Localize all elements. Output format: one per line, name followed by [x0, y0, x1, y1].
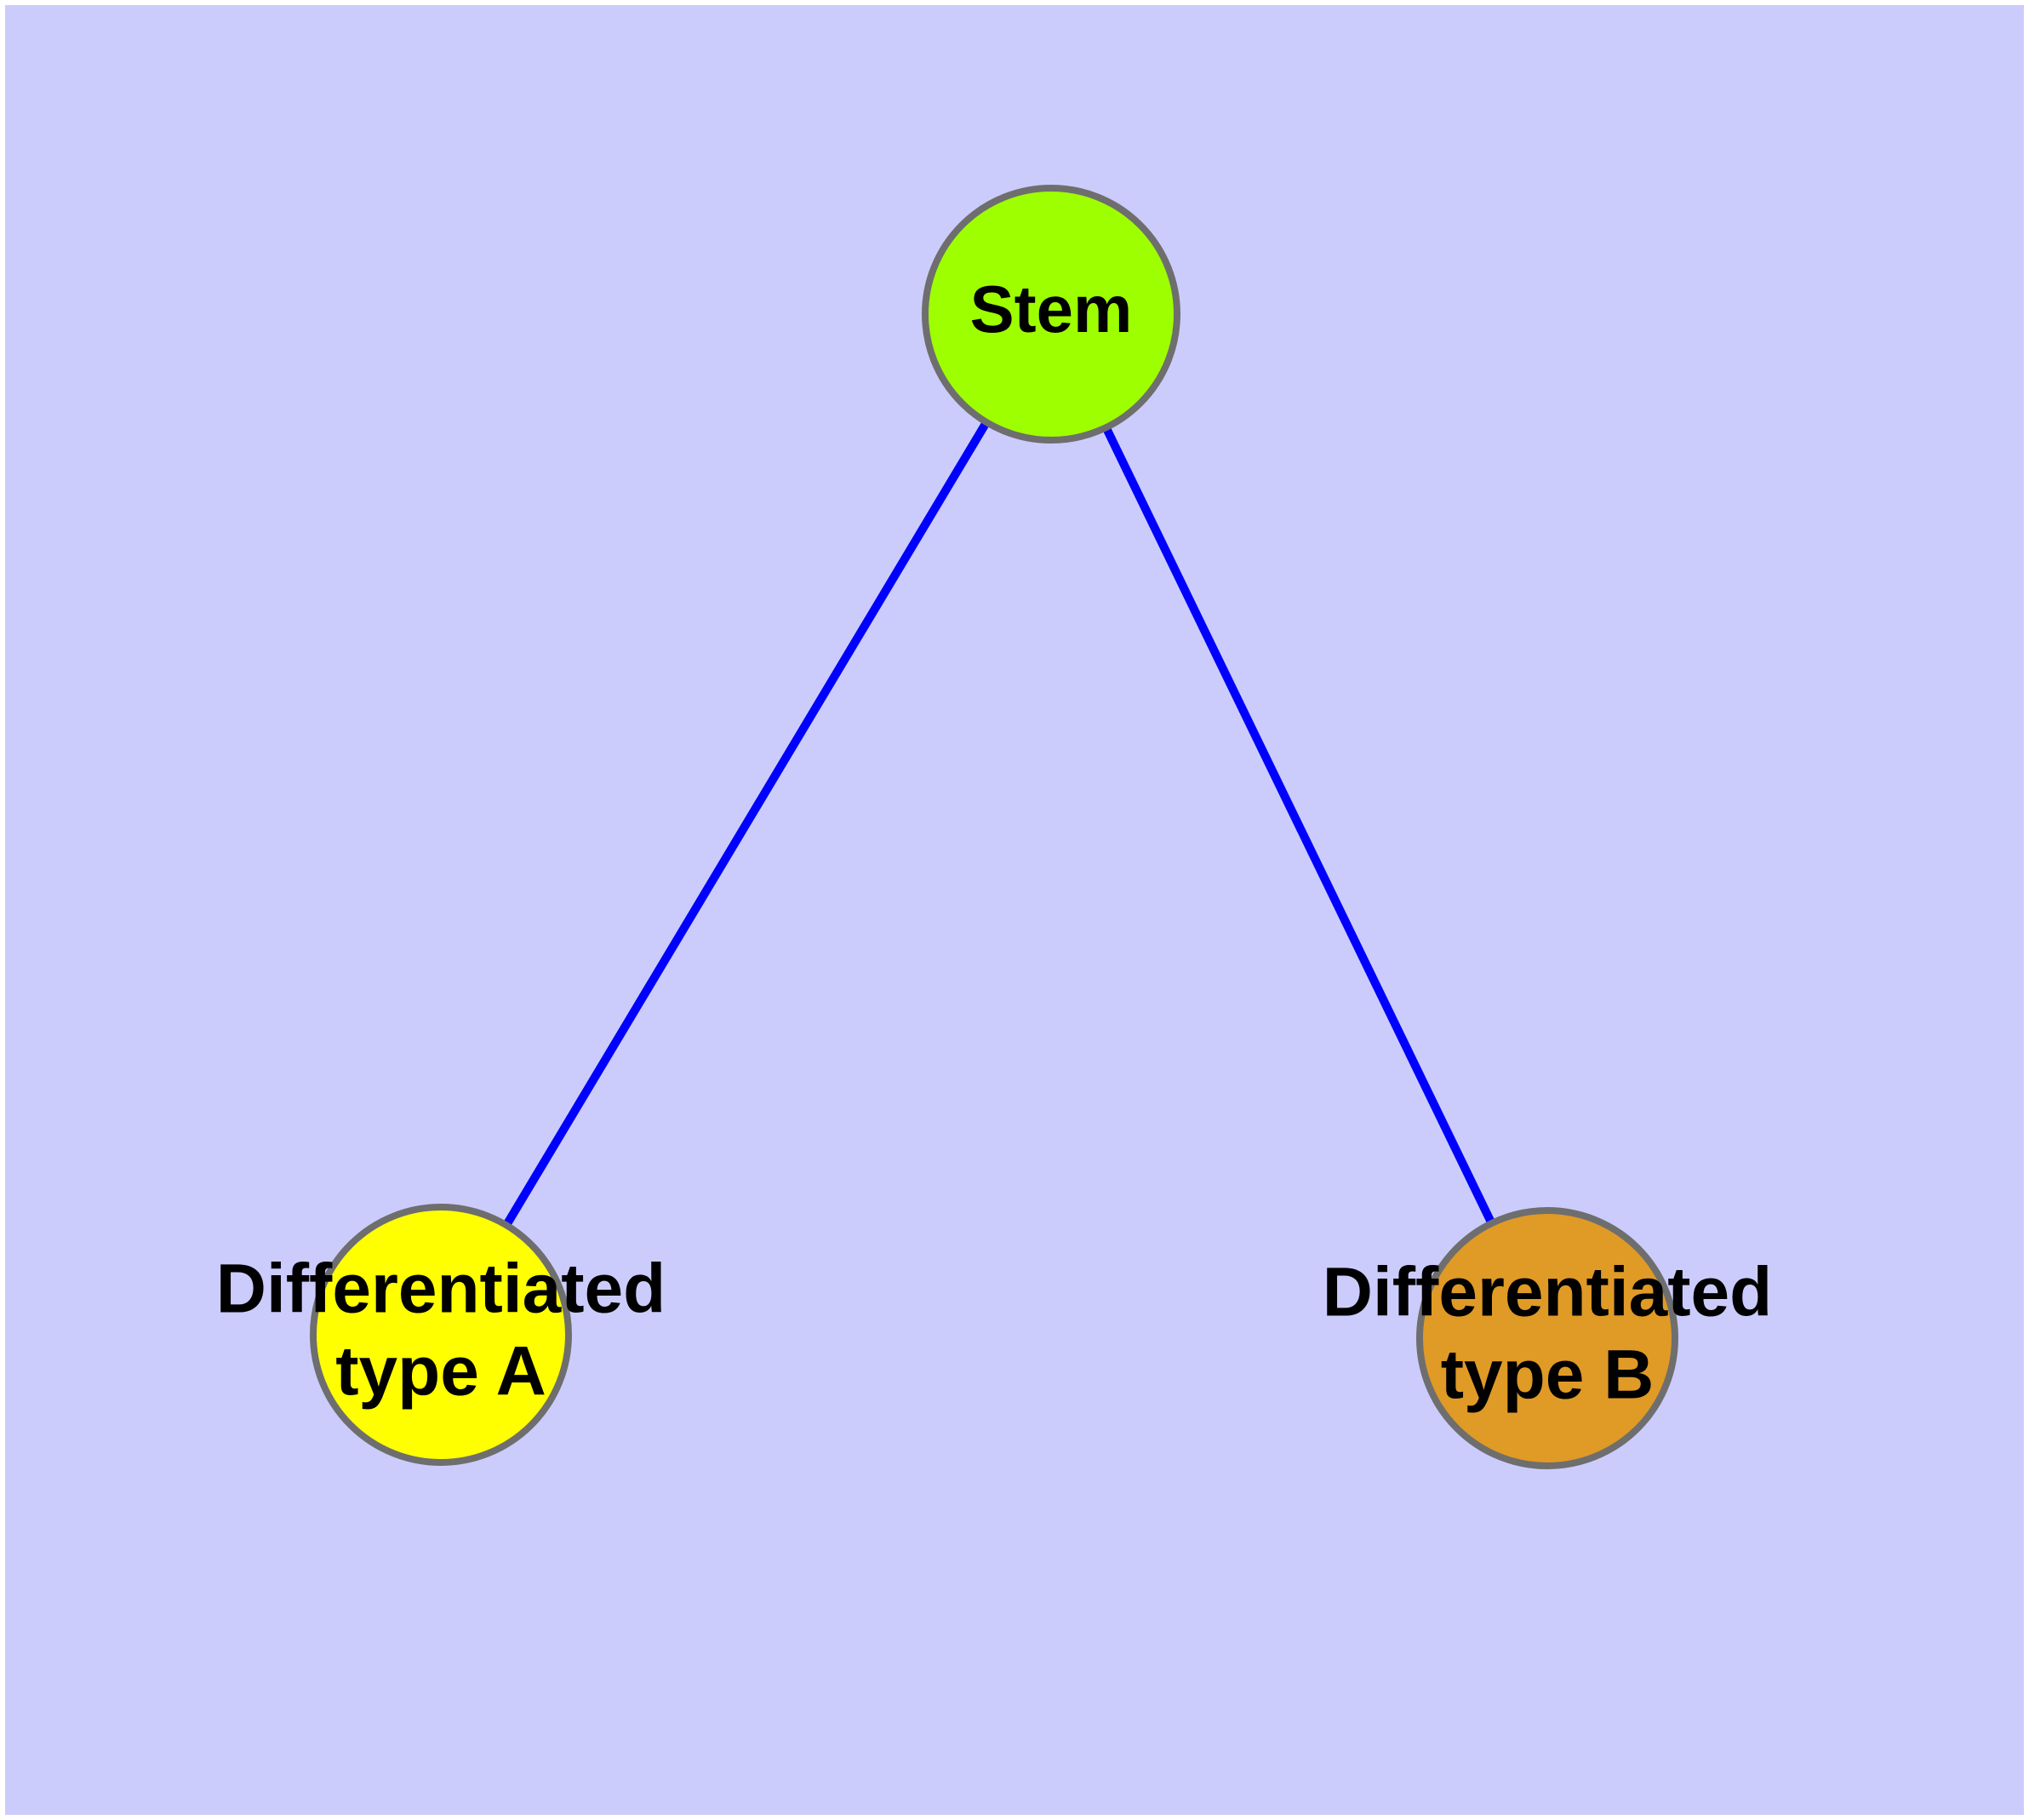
edges-layer [503, 421, 1495, 1227]
node-stem-label: Stem [970, 272, 1133, 346]
node-differentiated-type-b-circle[interactable] [1416, 1207, 1678, 1469]
node-stem-circle[interactable] [922, 185, 1180, 444]
node-differentiated-type-b[interactable] [1416, 1207, 1678, 1469]
node-differentiated-type-a[interactable] [310, 1204, 572, 1466]
node-stem[interactable] [922, 185, 1180, 444]
nodes-layer [310, 185, 1678, 1469]
node-differentiated-type-a-circle[interactable] [310, 1204, 572, 1466]
edge-stem-to-differentiated-type-a[interactable] [503, 421, 990, 1227]
edge-stem-to-differentiated-type-b[interactable] [1102, 426, 1495, 1224]
